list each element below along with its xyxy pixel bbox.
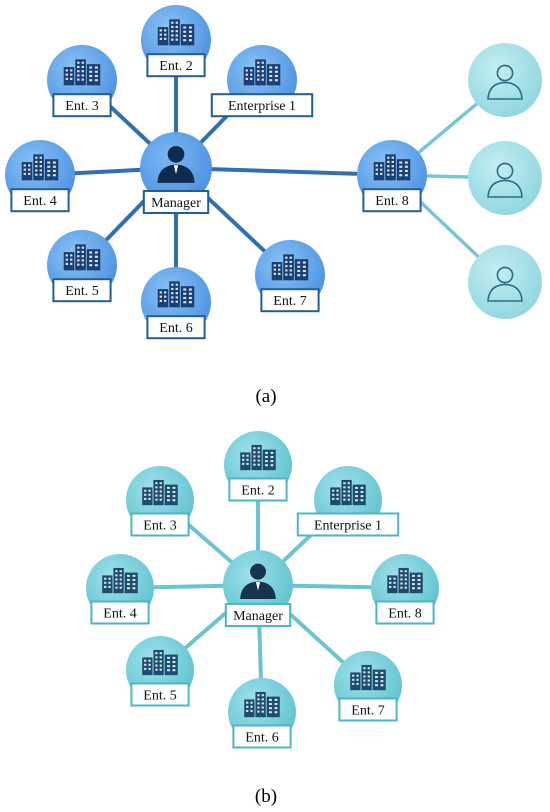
- businesswoman-icon: [487, 64, 523, 100]
- manager-icon: [240, 563, 276, 599]
- manager-label: Manager: [224, 603, 292, 627]
- manager-label: Manager: [142, 190, 210, 214]
- enterprise-node: Ent. 8: [371, 554, 439, 625]
- building-icon: [330, 479, 366, 506]
- enterprise-label: Ent. 7: [338, 697, 398, 722]
- building-icon: [63, 244, 101, 271]
- enterprise-label: Ent. 5: [52, 278, 112, 303]
- enterprise-label-text: Enterprise 1: [228, 99, 296, 114]
- enterprise-label: Ent. 4: [90, 600, 150, 625]
- enterprise-label-text: Ent. 2: [241, 483, 274, 498]
- enterprise-label-text: Ent. 8: [388, 606, 421, 621]
- building-icon: [21, 154, 59, 181]
- enterprise-label: Ent. 7: [260, 288, 320, 313]
- building-icon: [373, 154, 411, 181]
- manager-icon: [157, 145, 195, 183]
- manager-label-text: Manager: [233, 609, 283, 624]
- enterprise-label-text: Enterprise 1: [314, 518, 382, 533]
- enterprise-node: Ent. 4: [86, 554, 154, 625]
- enterprise-node: Ent. 7: [255, 240, 325, 313]
- enterprise-label: Ent. 2: [228, 477, 288, 502]
- building-icon: [387, 567, 423, 594]
- enterprise-label: Ent. 2: [146, 53, 206, 78]
- enterprise-node: Ent. 7: [334, 651, 402, 722]
- enterprise-label: Enterprise 1: [210, 93, 314, 118]
- enterprise-label: Ent. 6: [232, 724, 292, 749]
- enterprise-node: Ent. 3: [126, 466, 194, 537]
- panel-b: Ent. 2 Enterprise 1 Ent. 3 Ent. 4 Ent. 8 Ent.…: [86, 431, 439, 749]
- building-icon: [244, 691, 280, 718]
- enterprise-label-text: Ent. 7: [273, 294, 306, 309]
- building-icon: [271, 254, 309, 281]
- enterprise-node: Ent. 5: [126, 636, 194, 707]
- enterprise-node: Ent. 5: [47, 230, 117, 303]
- enterprise-node: Ent. 2: [224, 431, 292, 502]
- enterprise-node: Ent. 4: [5, 140, 75, 213]
- enterprise-label: Enterprise 1: [296, 512, 400, 537]
- enterprise-label-text: Ent. 5: [143, 688, 176, 703]
- building-icon: [157, 19, 195, 46]
- enterprise-node: Ent. 6: [228, 678, 296, 749]
- building-icon: [240, 444, 276, 471]
- enterprise-label-text: Ent. 7: [351, 703, 384, 718]
- enterprise-label-text: Ent. 8: [375, 194, 408, 209]
- enterprise-label: Ent. 3: [130, 512, 190, 537]
- enterprise-label: Ent. 6: [146, 315, 206, 340]
- enterprise-label: Ent. 5: [130, 682, 190, 707]
- enterprise-label: Ent. 3: [52, 93, 112, 118]
- link-line: [175, 166, 393, 177]
- building-icon: [157, 281, 195, 308]
- enterprise-label: Ent. 4: [10, 188, 70, 213]
- enterprise-label: Ent. 8: [375, 600, 435, 625]
- enterprise-label: Ent. 8: [362, 188, 422, 213]
- businesswoman-icon: [487, 162, 523, 198]
- building-icon: [243, 59, 281, 86]
- enterprise-label-text: Ent. 3: [65, 99, 98, 114]
- businessman-icon: [487, 266, 523, 302]
- enterprise-node: Ent. 3: [47, 45, 117, 118]
- enterprise-label-text: Ent. 4: [103, 606, 136, 621]
- building-icon: [350, 664, 386, 691]
- enterprise-label-text: Ent. 6: [245, 730, 278, 745]
- enterprise-node: Enterprise 1: [210, 45, 314, 118]
- enterprise-label-text: Ent. 6: [159, 321, 192, 336]
- panel-b-caption: (b): [255, 786, 277, 807]
- enterprise-node: Ent. 6: [141, 267, 211, 340]
- building-icon: [142, 479, 178, 506]
- enterprise-node: Ent. 8: [357, 140, 427, 213]
- enterprise-node: Enterprise 1: [296, 466, 400, 537]
- building-icon: [102, 567, 138, 594]
- panel-a: Ent. 2 Enterprise 1 Ent. 3 Ent. 4 Ent. 5 Ent.…: [5, 5, 542, 340]
- enterprise-label-text: Ent. 2: [159, 59, 192, 74]
- enterprise-label-text: Ent. 5: [65, 284, 98, 299]
- building-icon: [142, 649, 178, 676]
- enterprise-node: Ent. 2: [141, 5, 211, 78]
- enterprise-label-text: Ent. 3: [143, 518, 176, 533]
- manager-label-text: Manager: [151, 196, 201, 211]
- panel-a-caption: (a): [255, 386, 276, 407]
- building-icon: [63, 59, 101, 86]
- enterprise-label-text: Ent. 4: [23, 194, 56, 209]
